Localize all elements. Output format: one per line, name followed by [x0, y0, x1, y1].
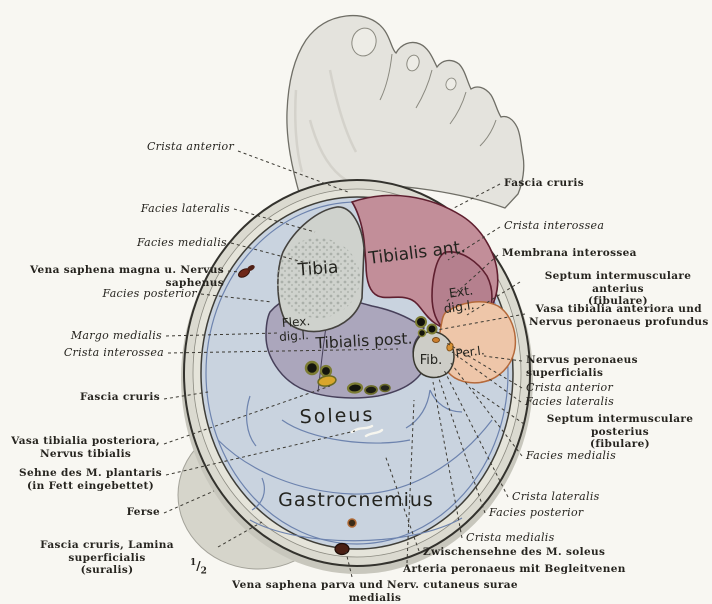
- posterior-tibial-vessels: [304, 360, 320, 376]
- label-crista-medialis: Crista medialis: [466, 531, 555, 544]
- label-ferse: Ferse: [126, 506, 160, 518]
- region-label-tibia: Tibia: [296, 258, 339, 281]
- muscle-separation-lines: [217, 389, 493, 542]
- region-label-ext-dig-2: dig.l.: [443, 297, 476, 316]
- muscle-regions: [265, 194, 517, 399]
- region-label-flex-dig-1: Flex.: [281, 314, 310, 330]
- label-facies-medialis-right: Facies medialis: [526, 449, 617, 462]
- label-facies-medialis-left: Facies medialis: [136, 236, 227, 249]
- label-crista-interossea-right: Crista interossea: [504, 219, 605, 232]
- scale-denominator: 2: [200, 566, 207, 577]
- superficial-peroneal-nerve: [446, 342, 454, 352]
- label-crista-lateralis: Crista lateralis: [512, 490, 600, 503]
- label-vena-saphena-parva: Vena saphena parva und Nerv. cutaneus su…: [232, 579, 518, 604]
- scale-fraction: 1/2: [190, 558, 207, 577]
- vessels: [238, 265, 454, 556]
- label-zwischensehne-soleus: Zwischensehne des M. soleus: [423, 546, 606, 558]
- region-label-ext-dig-1: Ext.: [448, 282, 474, 300]
- label-crista-anterior-left: Crista anterior: [146, 140, 234, 153]
- label-facies-lateralis-right: Facies lateralis: [525, 395, 615, 408]
- label-vena-saphena-magna: Vena saphena magna u. Nervus saphenus: [30, 264, 224, 289]
- region-label-fibula: Fib.: [420, 353, 443, 368]
- label-facies-posterior-right: Facies posterior: [489, 506, 584, 519]
- label-sehne-plantaris: Sehne des M. plantaris (in Fett eingebet…: [19, 467, 162, 492]
- label-arteria-peronaeus: Arteria peronaeus mit Begleitvenen: [403, 563, 626, 575]
- second-toe-nail: [406, 54, 420, 72]
- label-fascia-cruris-lamina: Fascia cruris, Lamina superficialis (sur…: [40, 539, 174, 577]
- region-label-flex-dig-2: dig.l.: [279, 328, 309, 344]
- label-nervus-peronaeus-superficialis: Nervus peronaeus superficialis: [526, 354, 638, 379]
- label-crista-interossea-left: Crista interossea: [63, 346, 164, 359]
- region-label-gastrocnemius: Gastrocnemius: [278, 489, 434, 511]
- small-vessel-posterior: [347, 518, 357, 528]
- label-vasa-tibialia-posteriora: Vasa tibialia posteriora, Nervus tibiali…: [11, 435, 160, 460]
- third-toe-nail: [445, 77, 457, 91]
- label-facies-lateralis-left: Facies lateralis: [140, 202, 230, 215]
- big-toe-nail: [351, 27, 377, 57]
- label-fascia-cruris-right: Fascia cruris: [504, 177, 584, 189]
- label-facies-posterior-left: Facies posterior: [102, 287, 197, 300]
- label-margo-medialis: Margo medialis: [70, 329, 162, 342]
- vena-saphena-parva-vessel: [334, 542, 350, 556]
- region-label-soleus: Soleus: [299, 404, 374, 429]
- label-membrana-interossea: Membrana interossea: [502, 247, 637, 259]
- label-fascia-cruris-left: Fascia cruris: [80, 391, 160, 403]
- scale-numerator: 1: [190, 558, 197, 568]
- label-crista-anterior-right: Crista anterior: [526, 381, 614, 394]
- region-label-tibialis-post: Tibialis post.: [314, 329, 413, 352]
- label-septum-posterius: Septum intermusculare posterius (fibular…: [546, 413, 694, 451]
- label-septum-anterius: Septum intermusculare anterius (fibulare…: [544, 270, 692, 308]
- label-vasa-tibialia-anteriora: Vasa tibialia anteriora und Nervus peron…: [529, 303, 709, 328]
- region-label-peroneus: Per.l.: [455, 343, 485, 360]
- anterior-tibial-vessels: [415, 316, 427, 328]
- leader-lines: [163, 150, 526, 578]
